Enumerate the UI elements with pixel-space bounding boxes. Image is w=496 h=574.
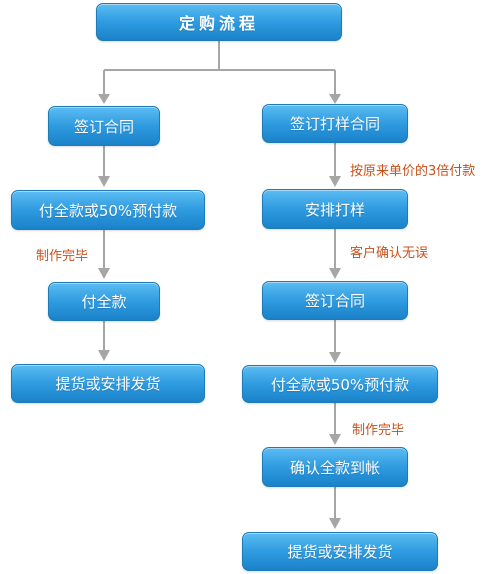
left-step-sign-contract: 签订合同 — [48, 106, 160, 146]
right-step-payment: 付全款或50%预付款 — [242, 365, 438, 403]
arrowhead — [329, 176, 341, 187]
arrowhead — [329, 94, 341, 104]
flow-title-node: 定购流程 — [96, 3, 342, 41]
right-step-arrange-sample: 安排打样 — [262, 189, 408, 229]
right-step-delivery: 提货或安排发货 — [242, 532, 438, 571]
arrowhead — [98, 94, 110, 104]
right-step-confirm-payment: 确认全款到帐 — [262, 447, 408, 487]
right-step-sign-contract: 签订合同 — [262, 281, 408, 320]
left-note-production-done: 制作完毕 — [36, 249, 89, 264]
arrowhead — [98, 268, 110, 279]
arrowhead — [329, 434, 341, 445]
arrowhead — [98, 176, 110, 187]
right-note-triple-price: 按原来单价的3倍付款 — [350, 164, 476, 179]
arrowhead — [98, 350, 110, 361]
left-step-delivery: 提货或安排发货 — [11, 364, 205, 403]
left-step-full-payment: 付全款 — [48, 282, 160, 321]
arrowhead — [329, 268, 341, 279]
right-note-production-done: 制作完毕 — [352, 423, 405, 438]
left-step-payment: 付全款或50%预付款 — [11, 190, 205, 230]
arrowhead — [329, 518, 341, 529]
arrowhead — [329, 352, 341, 363]
right-step-sample-contract: 签订打样合同 — [262, 104, 408, 143]
right-note-client-confirm: 客户确认无误 — [350, 246, 429, 261]
